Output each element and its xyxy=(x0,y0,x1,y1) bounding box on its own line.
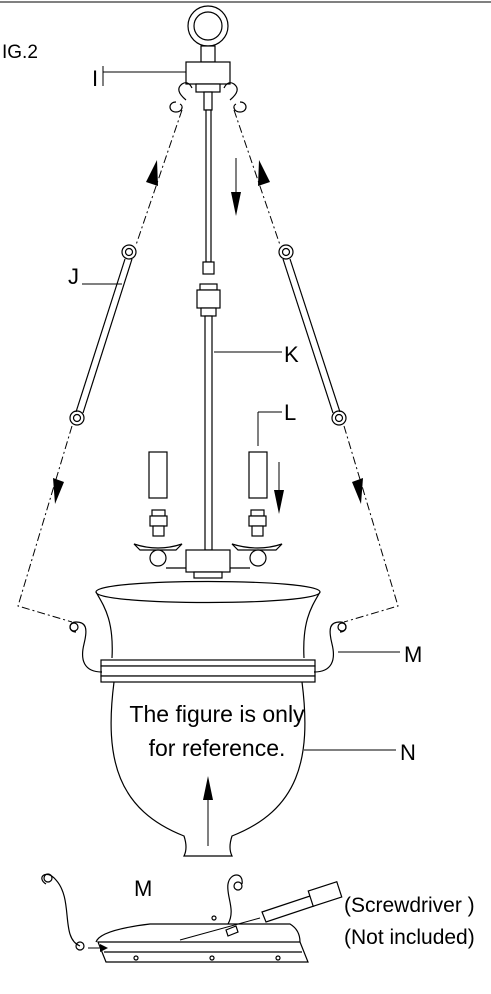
callout-m-detail: M xyxy=(134,876,152,901)
callout-l: L xyxy=(284,400,296,425)
detail-band xyxy=(95,915,309,963)
guide-arrow-left-down xyxy=(53,478,64,504)
chain-left xyxy=(69,244,137,426)
rod xyxy=(196,91,221,551)
guide-arrow-right-up xyxy=(258,160,270,186)
screwdriver-icon xyxy=(179,881,343,941)
guide-right-lower xyxy=(343,425,399,623)
bowl-arrow-head xyxy=(203,776,213,800)
rod-arrow-head xyxy=(231,192,241,216)
note-line-2: for reference. xyxy=(149,735,286,761)
callout-i: I xyxy=(92,66,98,91)
guide-arrow-right-down xyxy=(352,478,363,504)
sleeve-arrow-head xyxy=(274,490,284,514)
note-line-1: The figure is only xyxy=(129,701,305,727)
guide-arrow-left-up xyxy=(146,160,158,186)
tool-note-line-1: (Screwdriver ) xyxy=(344,894,475,917)
guide-left-upper xyxy=(135,109,183,246)
glass-bowl xyxy=(95,580,321,857)
detail-hooks xyxy=(41,873,243,952)
candle-cluster xyxy=(133,451,283,579)
callout-n: N xyxy=(400,740,416,765)
tool-note-line-2: (Not included) xyxy=(344,926,475,949)
band-ring xyxy=(100,659,316,683)
band-hooks xyxy=(69,621,347,673)
callout-j: J xyxy=(68,264,79,289)
callout-m: M xyxy=(404,642,422,667)
chain-right xyxy=(278,244,347,426)
figure-label: IG.2 xyxy=(2,42,38,63)
guide-right-upper xyxy=(233,109,281,246)
callout-k: K xyxy=(284,342,299,367)
guide-left-lower xyxy=(17,425,73,623)
